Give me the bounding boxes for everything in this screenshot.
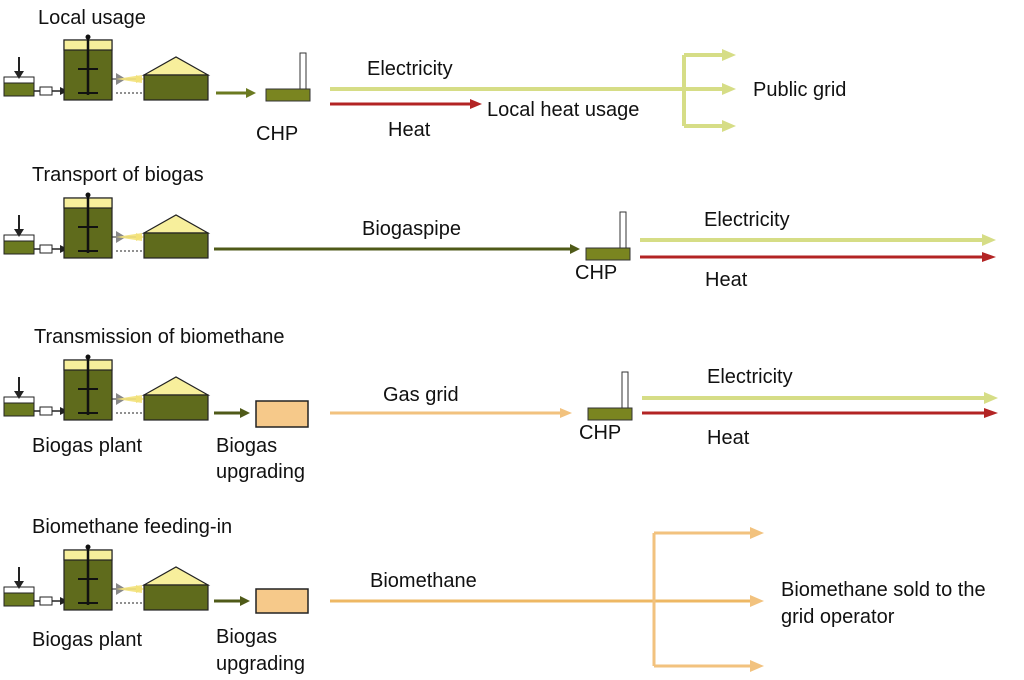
section-biomethane-feeding-in: Biomethane feeding-in Biogas plant Bioga… — [2, 516, 986, 675]
chp-icon — [587, 371, 633, 421]
biogas-plant-icon — [2, 33, 210, 102]
electricity-label: Electricity — [707, 366, 793, 388]
chp-label: CHP — [579, 422, 621, 444]
arrow-head — [240, 596, 250, 606]
section-local-usage: Local usage CHP Electricity Public grid … — [2, 7, 846, 145]
section-title: Local usage — [38, 7, 146, 29]
heat-label: Heat — [705, 269, 748, 291]
chp-icon — [585, 211, 631, 261]
biomethane-label: Biomethane — [370, 570, 477, 592]
arrow-head — [984, 408, 998, 418]
arrow-head — [560, 408, 572, 418]
arrow-head — [722, 49, 736, 61]
biogas-plant-icon — [2, 353, 210, 422]
heat-label: Heat — [707, 427, 750, 449]
arrow-head — [570, 244, 580, 254]
arrow-head — [722, 83, 736, 95]
section-transport-of-biogas: Transport of biogas Biogaspipe CHP Elect… — [2, 164, 996, 291]
destination-label-line-1: Biomethane sold to the — [781, 579, 986, 601]
arrow-head — [982, 234, 996, 246]
arrow-head — [750, 660, 764, 672]
chp-label: CHP — [575, 262, 617, 284]
electricity-label: Electricity — [367, 58, 453, 80]
section-title: Transport of biogas — [32, 164, 204, 186]
biogas-upgrading-box — [255, 400, 309, 428]
arrow-head — [984, 392, 998, 404]
heat-label: Heat — [388, 119, 431, 141]
gas-grid-label: Gas grid — [383, 384, 459, 406]
section-title: Transmission of biomethane — [34, 326, 285, 348]
upgrading-label-line-2: upgrading — [216, 461, 305, 483]
biogaspipe-label: Biogaspipe — [362, 218, 461, 240]
upgrading-label-line-2: upgrading — [216, 653, 305, 675]
biogas-plant-label: Biogas plant — [32, 435, 143, 457]
local-heat-usage-label: Local heat usage — [487, 99, 639, 121]
public-grid-label: Public grid — [753, 79, 846, 101]
electricity-label: Electricity — [704, 209, 790, 231]
biogas-plant-icon — [2, 543, 210, 612]
arrow-head — [240, 408, 250, 418]
arrow-head — [470, 99, 482, 109]
destination-label-line-2: grid operator — [781, 606, 895, 628]
biogas-plant-icon — [2, 191, 210, 260]
upgrading-label-line-1: Biogas — [216, 435, 277, 457]
chp-label: CHP — [256, 123, 298, 145]
arrow-head — [750, 527, 764, 539]
chp-icon — [265, 52, 311, 102]
biogas-upgrading-box — [255, 588, 309, 614]
arrow-head — [750, 595, 764, 607]
arrow-head — [722, 120, 736, 132]
section-transmission-of-biomethane: Transmission of biomethane Biogas plant … — [2, 326, 998, 483]
arrow-head — [982, 252, 996, 262]
section-title: Biomethane feeding-in — [32, 516, 232, 538]
biogas-plant-label: Biogas plant — [32, 629, 143, 651]
arrow-head — [246, 88, 256, 98]
upgrading-label-line-1: Biogas — [216, 626, 277, 648]
